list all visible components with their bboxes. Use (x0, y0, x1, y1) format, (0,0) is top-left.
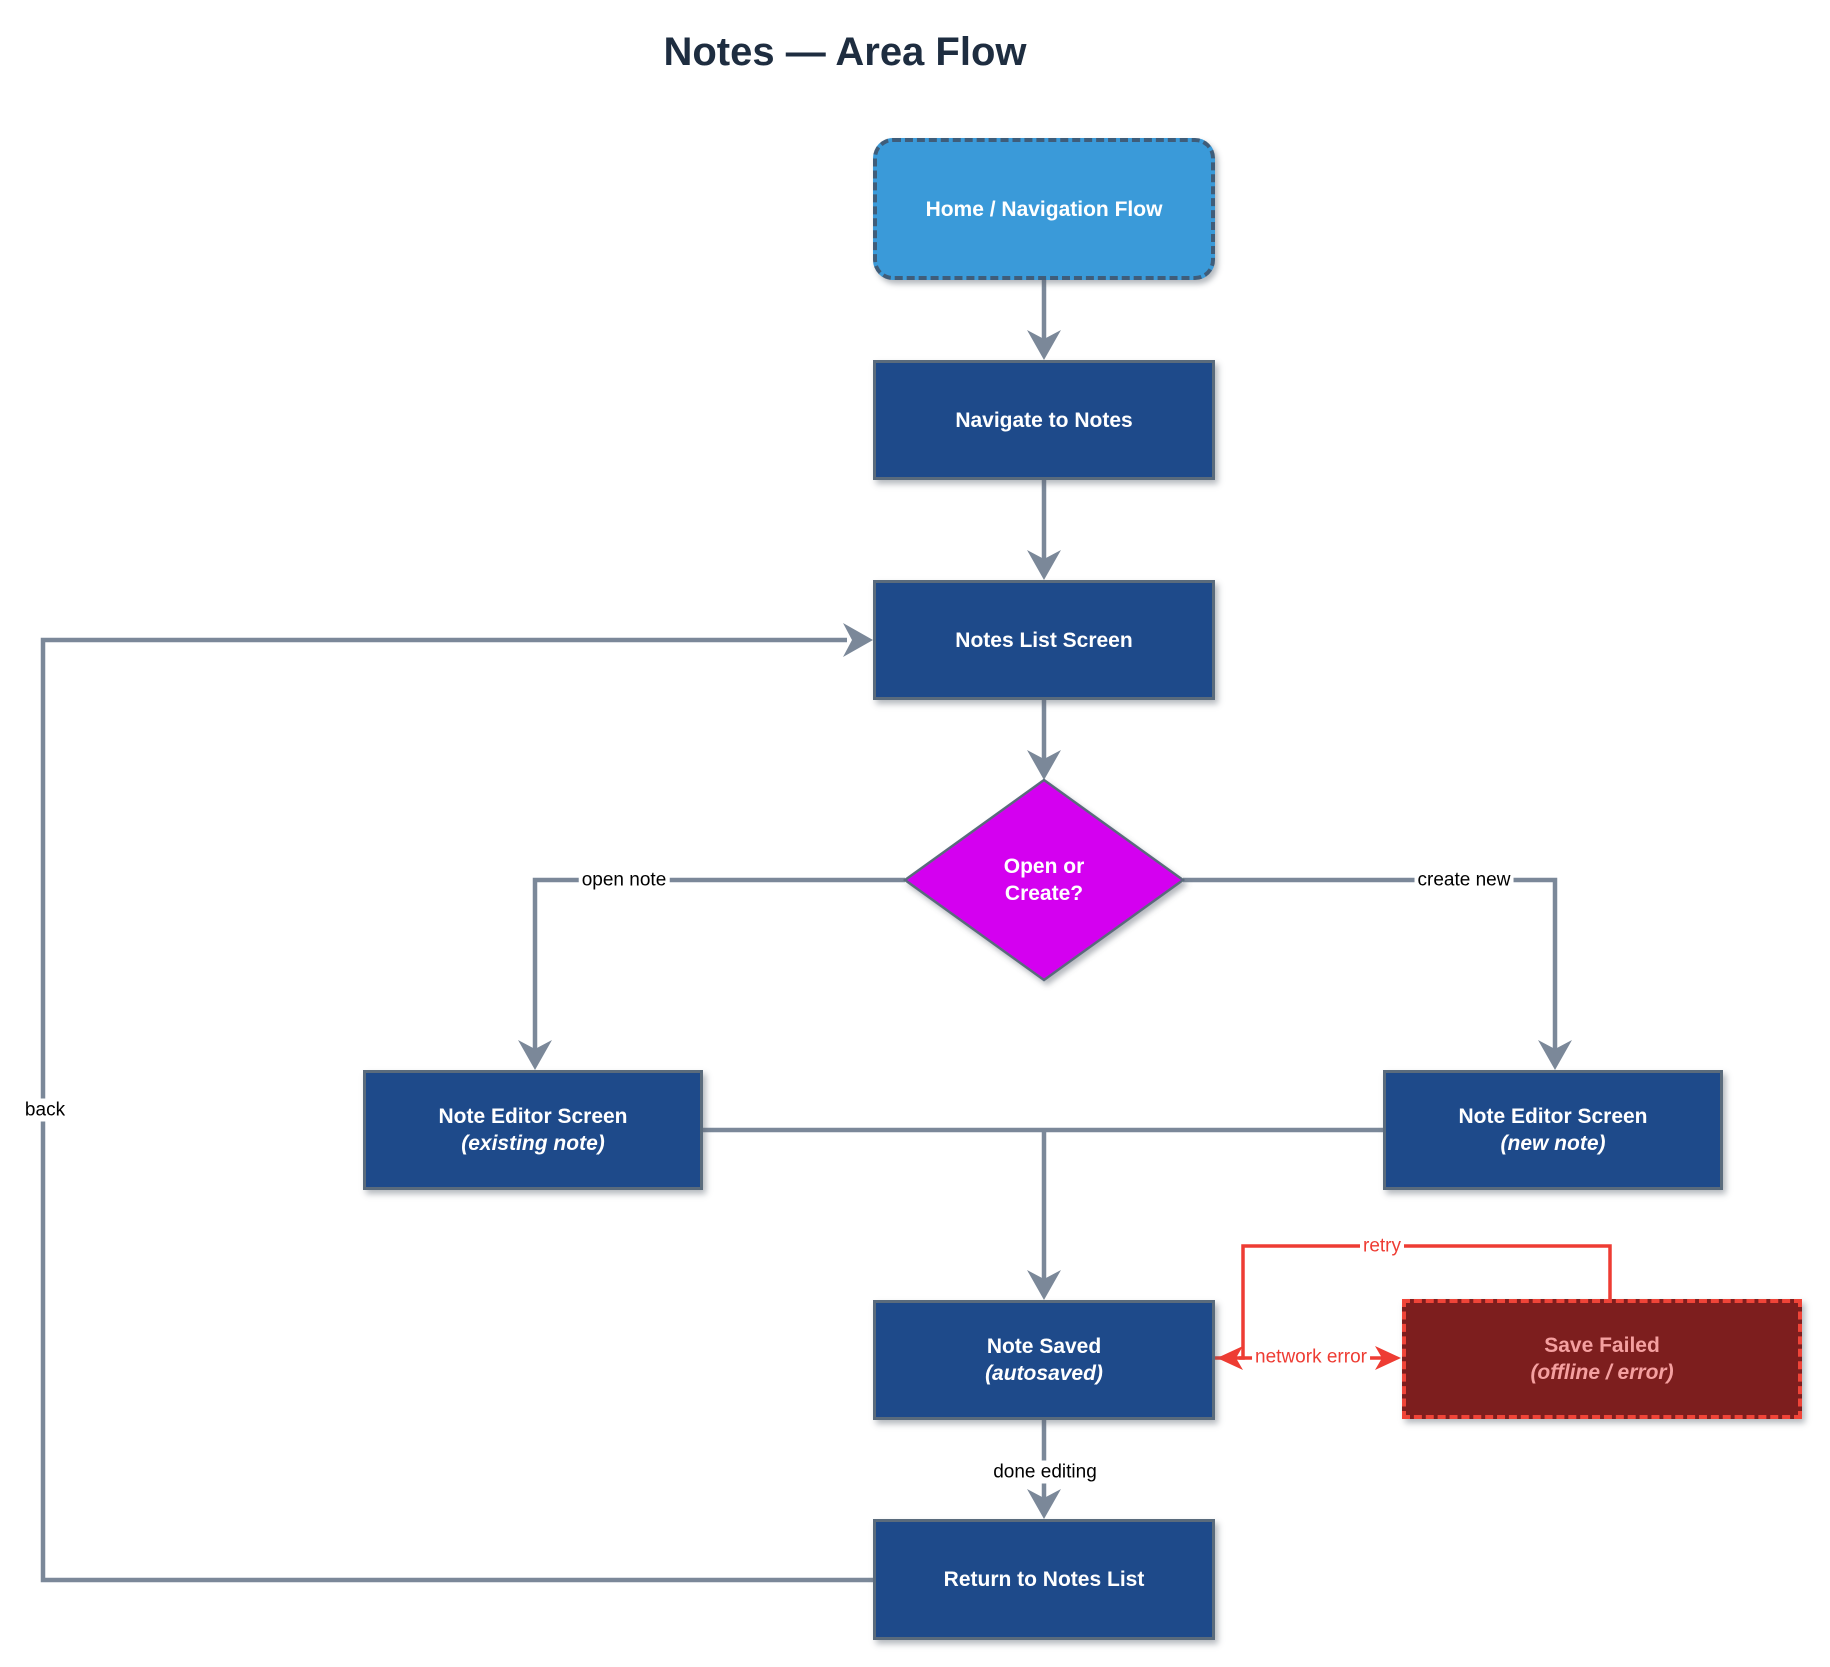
gray-arrowheads (518, 330, 1572, 1519)
node-label-line1: Note Editor Screen (1458, 1105, 1648, 1128)
node-label: Return to Notes List (943, 1568, 1145, 1591)
node-label: Home / Navigation Flow (925, 197, 1163, 221)
node-notes-list-screen: Notes List Screen (873, 580, 1215, 700)
error-arrowheads (1217, 1346, 1401, 1370)
node-decision-diamond (902, 778, 1186, 982)
edge-label-open-note: open note (578, 868, 670, 892)
page-title: Notes — Area Flow (663, 30, 1027, 74)
node-label-line1: Note Editor Screen (438, 1105, 628, 1128)
arrowhead-retry-into-saved (1217, 1346, 1243, 1370)
node-home-navigation-flow: Home / Navigation Flow (873, 138, 1215, 280)
arrowhead-into-editor-existing (518, 1040, 552, 1070)
edge-label-done-editing: done editing (990, 1460, 1100, 1484)
node-editor-new: Note Editor Screen (new note) (1383, 1070, 1723, 1190)
gray-connectors (40, 280, 1558, 1583)
edge-decision-existing (532, 877, 905, 1061)
edge-label-create-new: create new (1414, 868, 1514, 892)
node-label: Notes List Screen (955, 628, 1133, 652)
arrowhead-into-navigate (1027, 330, 1061, 360)
edge-label-network-error: network error (1252, 1345, 1370, 1369)
decision-line1: Open or (1003, 855, 1085, 878)
node-label-line1: Save Failed (1544, 1334, 1660, 1357)
arrowhead-into-editor-new (1538, 1040, 1572, 1070)
arrowhead-into-list (1027, 550, 1061, 580)
node-save-failed: Save Failed (offline / error) (1402, 1299, 1802, 1419)
arrowhead-into-note-saved (1027, 1270, 1061, 1300)
edge-label-back: back (21, 1098, 69, 1122)
node-label-line2: (new note) (1500, 1132, 1606, 1155)
node-label-line2: (autosaved) (985, 1362, 1103, 1385)
edge-decision-new (1183, 877, 1558, 1061)
node-note-saved: Note Saved (autosaved) (873, 1300, 1215, 1420)
arrowhead-into-decision (1027, 750, 1061, 780)
arrowhead-into-save-failed (1375, 1346, 1401, 1370)
node-label: Navigate to Notes (955, 408, 1133, 432)
node-label-line1: Note Saved (986, 1335, 1102, 1358)
node-return-to-notes-list: Return to Notes List (873, 1519, 1215, 1640)
node-label-line2: (offline / error) (1530, 1361, 1674, 1384)
arrowhead-back-into-list (843, 623, 873, 657)
edge-label-retry: retry (1360, 1234, 1404, 1258)
edge-retry (1239, 1244, 1612, 1360)
node-editor-existing: Note Editor Screen (existing note) (363, 1070, 703, 1190)
decision-line2: Create? (1004, 882, 1084, 905)
arrowhead-into-return (1027, 1489, 1061, 1519)
node-navigate-to-notes: Navigate to Notes (873, 360, 1215, 480)
node-label-line2: (existing note) (461, 1132, 605, 1155)
node-decision-label: Open or Create? (1004, 853, 1085, 907)
